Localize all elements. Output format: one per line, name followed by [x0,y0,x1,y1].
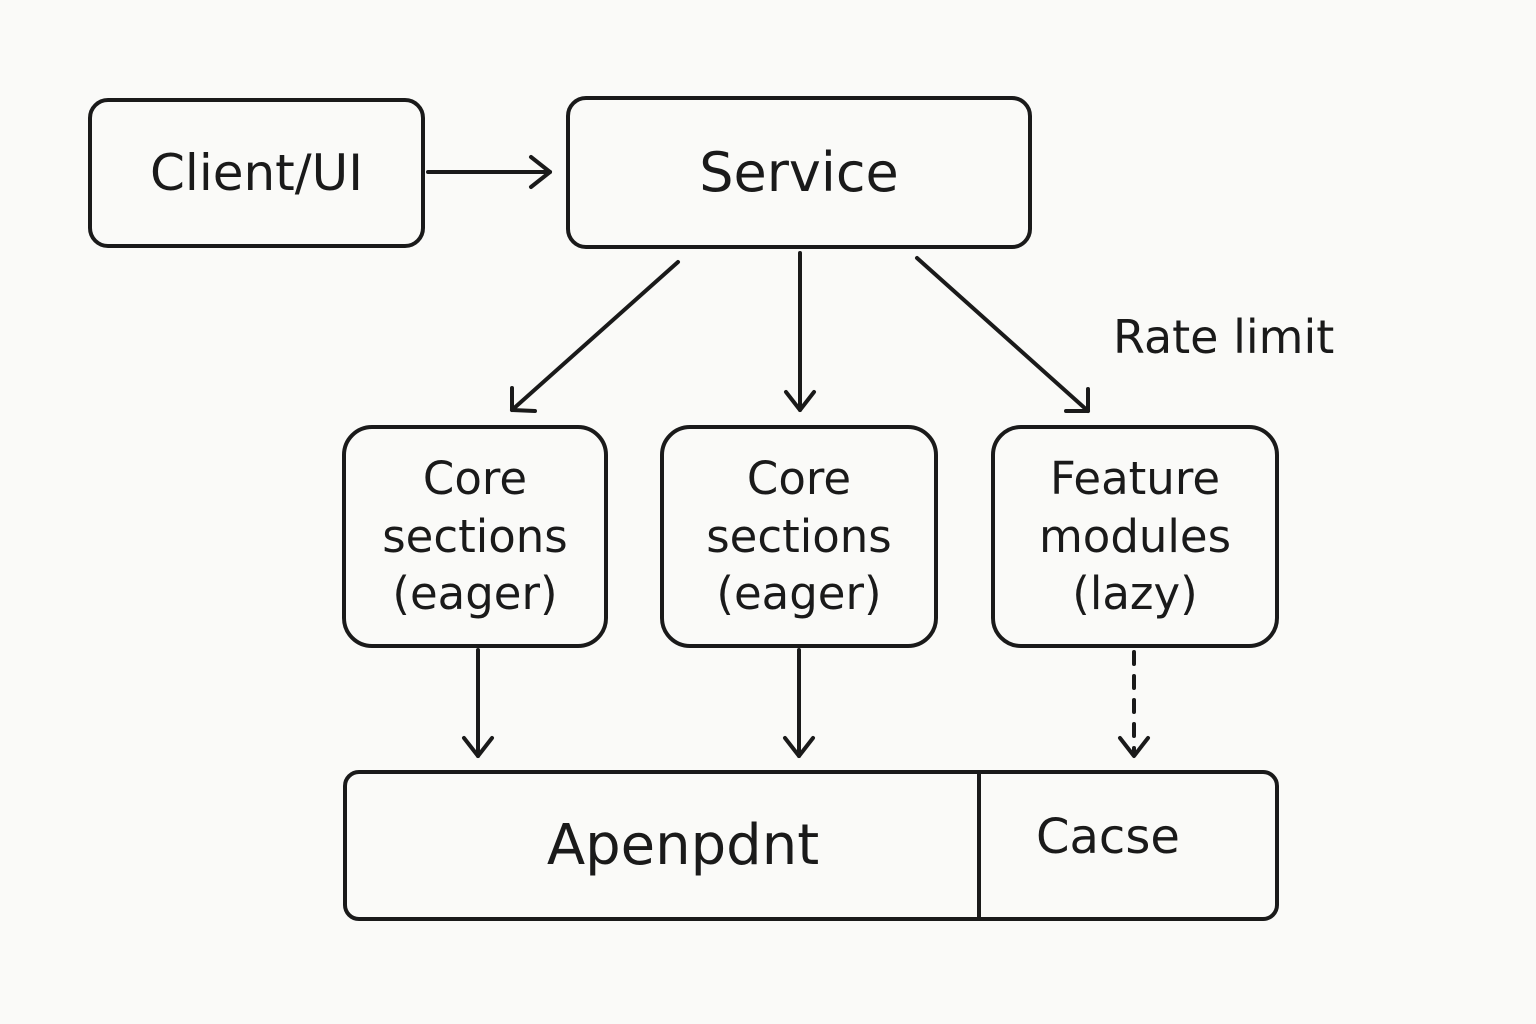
client-ui-label: Client/UI [150,144,363,202]
storage-node: Apenpdnt Cacse [343,770,1279,921]
arrow-service-to-feature [915,256,1090,413]
service-label: Service [699,140,899,204]
rate-limit-annotation: Rate limit [1113,310,1335,364]
arrow-core-left-to-apenpdnt [462,648,494,758]
service-node: Service [566,96,1032,249]
arrow-client-to-service [426,155,552,189]
core-sections-eager-node-middle: Core sections (eager) [660,425,938,648]
arrow-service-to-core-left [510,260,680,413]
arrow-feature-to-cacse-dashed [1118,650,1150,758]
apenpdnt-section: Apenpdnt [347,774,977,917]
arrow-service-to-core-middle [784,251,816,412]
core-sections-eager-node-left: Core sections (eager) [342,425,608,648]
storage-divider [977,774,981,917]
client-ui-node: Client/UI [88,98,425,248]
core-sections-middle-label: Core sections (eager) [706,452,892,621]
cacse-label: Cacse [1036,809,1180,865]
cacse-section: Cacse [981,774,1275,917]
feature-modules-lazy-node: Feature modules (lazy) [991,425,1279,648]
apenpdnt-label: Apenpdnt [546,813,820,878]
feature-modules-label: Feature modules (lazy) [1038,452,1232,621]
arrow-core-middle-to-apenpdnt [783,648,815,758]
core-sections-left-label: Core sections (eager) [382,452,568,621]
